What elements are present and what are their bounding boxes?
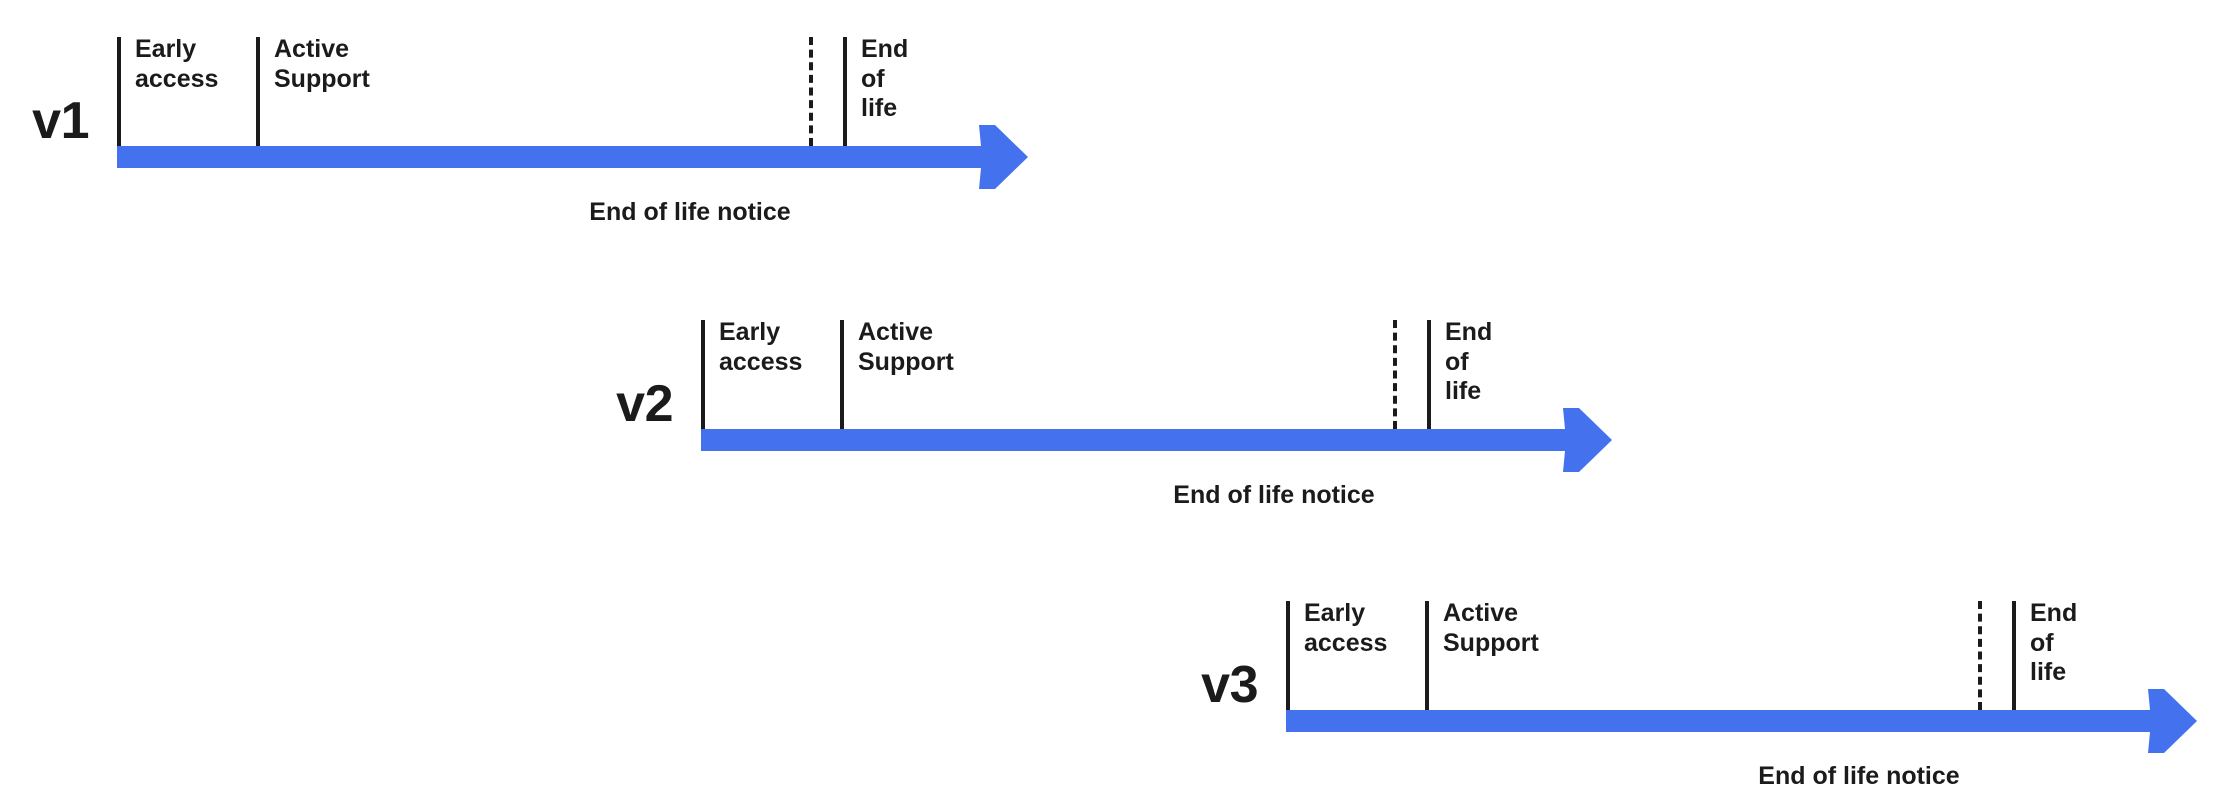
end-of-life-notice-marker-v2	[1393, 320, 1397, 429]
arrowhead-icon-v3	[2138, 689, 2197, 753]
phase-divider-v3-3	[2012, 601, 2016, 710]
end-of-life-notice-marker-v3	[1978, 601, 1982, 710]
phase-divider-v1-2	[256, 37, 260, 146]
arrowhead-icon-v1	[969, 125, 1028, 189]
end-of-life-notice-label-v1: End of life notice	[589, 198, 791, 226]
phase-label-v1-1: Early access	[135, 35, 219, 93]
end-of-life-notice-label-v3: End of life notice	[1758, 762, 1960, 790]
timeline-bar-v1	[117, 146, 977, 168]
end-of-life-notice-marker-v1	[809, 37, 813, 146]
end-of-life-notice-label-v2: End of life notice	[1173, 481, 1375, 509]
timeline-bar-v2	[701, 429, 1561, 451]
phase-divider-v2-2	[840, 320, 844, 429]
phase-divider-v3-2	[1425, 601, 1429, 710]
phase-label-v1-2: Active Support	[274, 35, 370, 93]
version-label-v2: v2	[616, 375, 673, 433]
phase-label-v3-1: Early access	[1304, 599, 1388, 657]
phase-divider-v1-3	[843, 37, 847, 146]
phase-label-v3-2: Active Support	[1443, 599, 1539, 657]
version-label-v1: v1	[32, 92, 89, 150]
phase-label-v2-2: Active Support	[858, 318, 954, 376]
phase-label-v3-3: End of life	[2030, 599, 2078, 686]
phase-label-v2-3: End of life	[1445, 318, 1493, 405]
phase-divider-v2-3	[1427, 320, 1431, 429]
timeline-bar-v3	[1286, 710, 2146, 732]
phase-label-v1-3: End of life	[861, 35, 909, 122]
version-label-v3: v3	[1201, 656, 1258, 714]
phase-divider-v1-1	[117, 37, 121, 146]
arrowhead-icon-v2	[1553, 408, 1612, 472]
phase-divider-v3-1	[1286, 601, 1290, 710]
phase-divider-v2-1	[701, 320, 705, 429]
phase-label-v2-1: Early access	[719, 318, 803, 376]
